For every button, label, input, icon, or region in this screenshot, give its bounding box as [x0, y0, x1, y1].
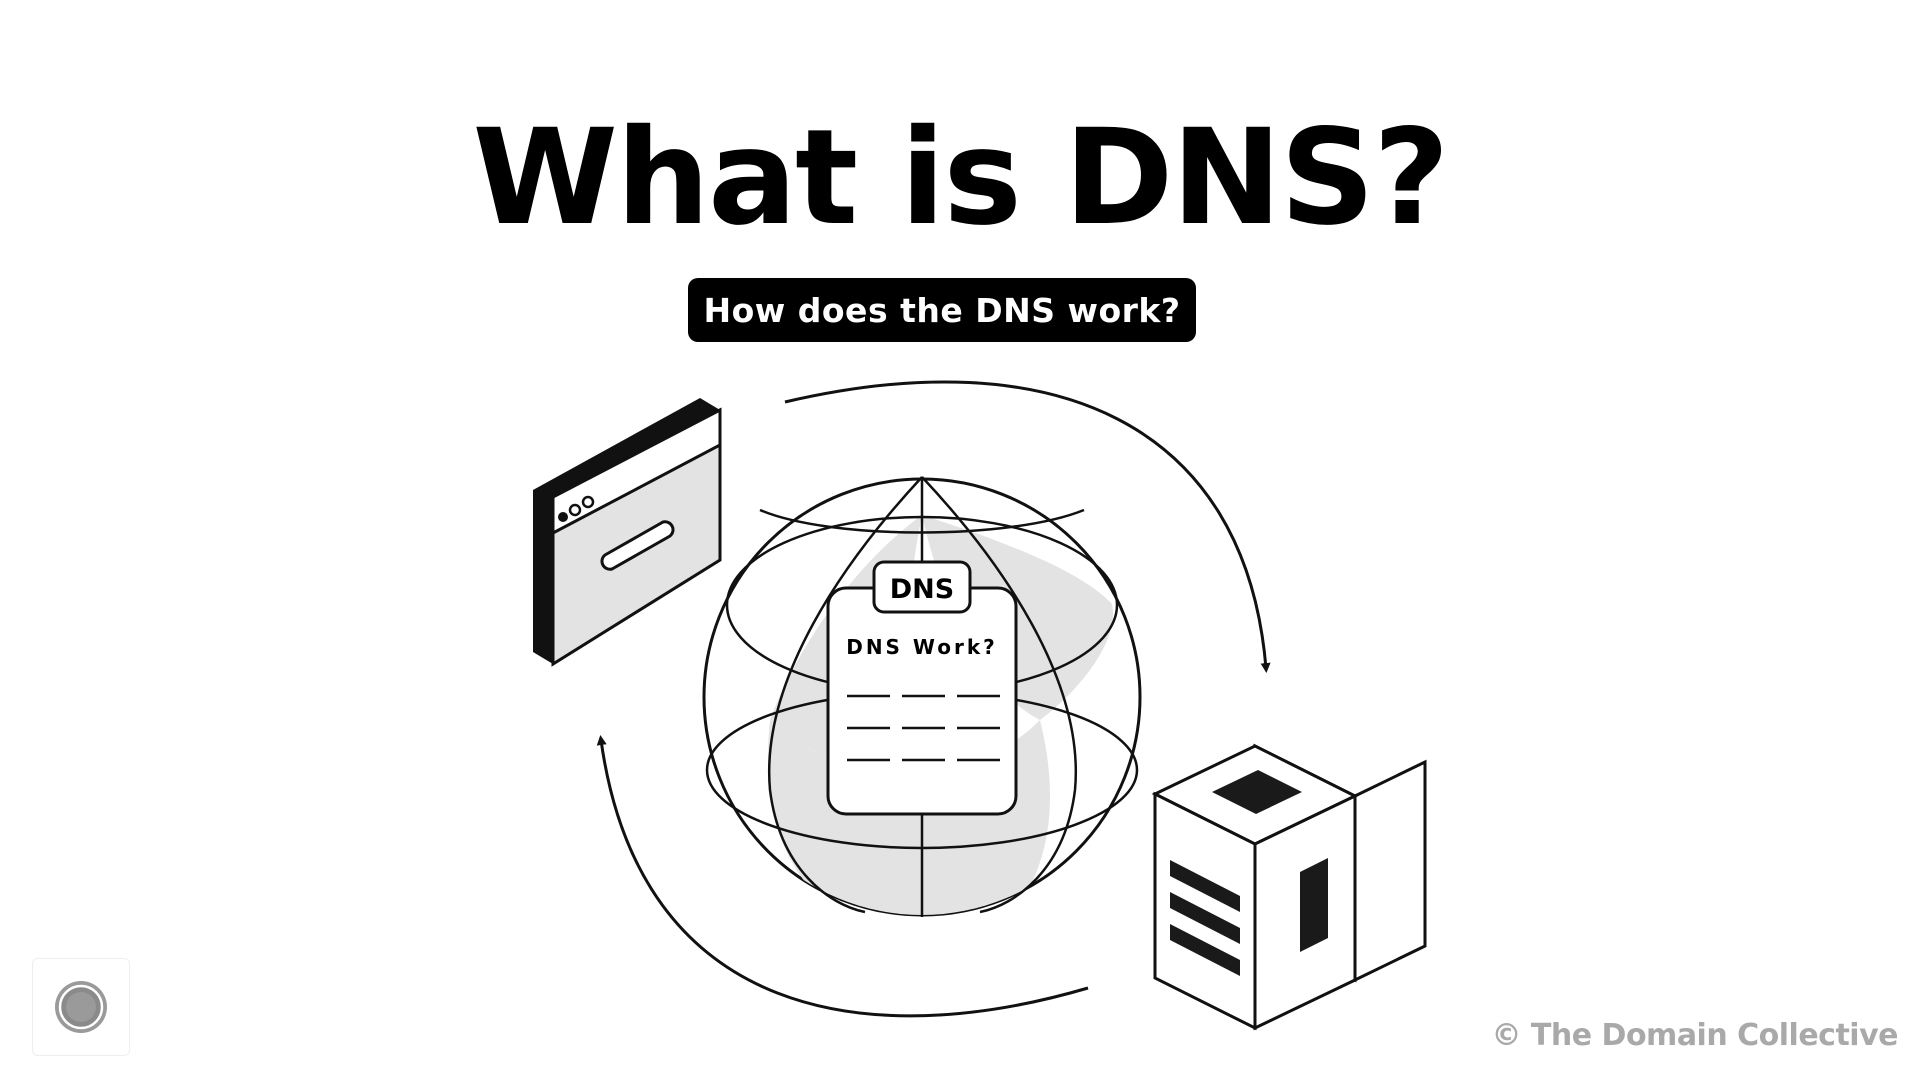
subtitle-text: How does the DNS work?: [703, 290, 1181, 330]
flow-arrows: [596, 380, 1271, 1018]
arrow-bottom: [596, 735, 1089, 1018]
server-icon: [1151, 743, 1427, 1031]
logo-tile: [32, 958, 130, 1056]
document-tab-label: DNS: [890, 574, 954, 605]
document-lines: [847, 694, 1000, 762]
dns-document-icon: DNS DNS Work?: [826, 560, 1018, 816]
document-tab: [872, 560, 972, 614]
subtitle-pill: How does the DNS work?: [688, 278, 1196, 342]
badge-logo-icon: [55, 981, 107, 1033]
browser-window-icon: [533, 398, 722, 667]
arrow-top: [784, 380, 1271, 673]
document-heading: DNS Work?: [846, 635, 998, 659]
page-title: What is DNS?: [472, 101, 1449, 255]
credit-text: © The Domain Collective: [1491, 1018, 1898, 1053]
